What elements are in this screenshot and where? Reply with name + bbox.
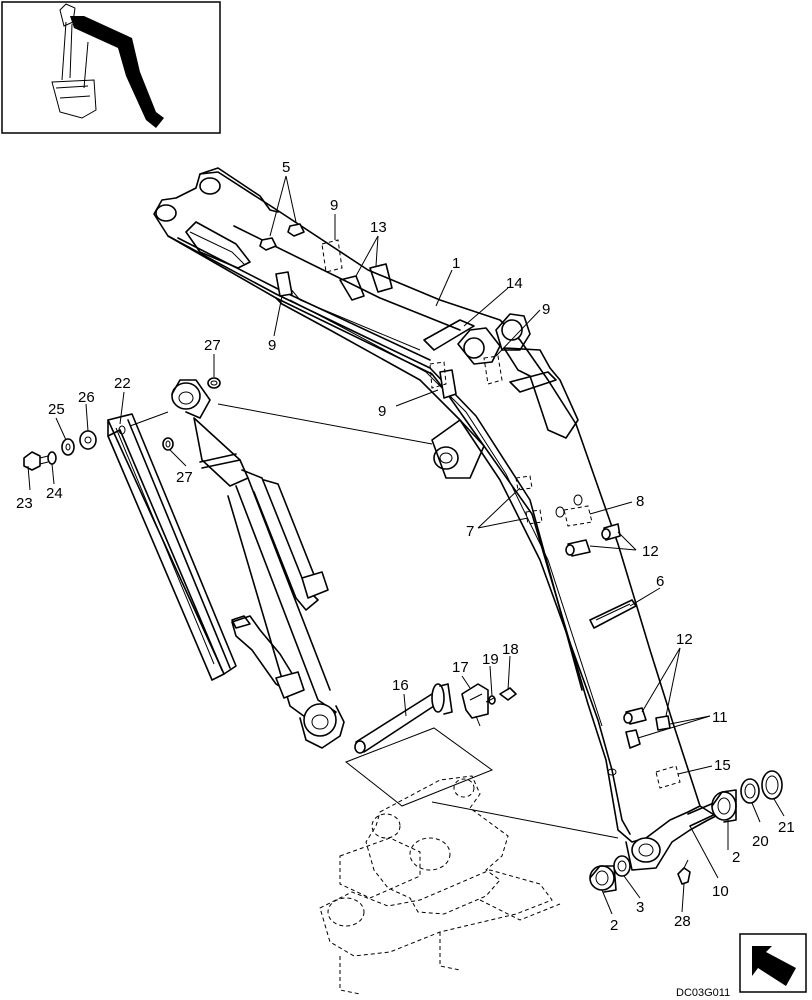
callout-20: 20 [752, 833, 769, 850]
drawing-code: DC03G011 [676, 987, 730, 999]
callout-2-bottom: 2 [610, 917, 618, 934]
callout-27-top: 27 [204, 337, 221, 354]
callout-21: 21 [778, 819, 795, 836]
next-page-arrow-icon[interactable] [739, 933, 807, 993]
callout-15: 15 [714, 757, 731, 774]
callout-12-upper: 12 [642, 543, 659, 560]
callout-7: 7 [466, 523, 474, 540]
callout-1: 1 [452, 255, 460, 272]
turntable-phantom [319, 775, 561, 995]
callout-17: 17 [452, 659, 469, 676]
callout-12-lower: 12 [676, 631, 693, 648]
callout-13: 13 [370, 219, 387, 236]
part-5-pad-a [259, 237, 277, 251]
part-5-pad-b [287, 223, 305, 237]
callout-25: 25 [48, 401, 65, 418]
callout-labels: 1 5 9 13 14 9 9 9 27 27 22 25 26 23 24 7… [16, 159, 795, 934]
callout-19: 19 [482, 651, 499, 668]
callout-16: 16 [392, 677, 409, 694]
callout-22: 22 [114, 375, 131, 392]
callout-14: 14 [506, 275, 523, 292]
callout-24: 24 [46, 485, 63, 502]
callout-27-bottom: 27 [176, 469, 193, 486]
excavator-locator-icon [1, 1, 221, 134]
cylinder-guard [107, 413, 237, 681]
leader-lines [27, 175, 785, 915]
fasteners [23, 430, 97, 471]
callout-2-right: 2 [732, 849, 740, 866]
callout-23: 23 [16, 495, 33, 512]
callout-5: 5 [282, 159, 290, 176]
callout-6: 6 [656, 573, 664, 590]
callout-9-top: 9 [330, 197, 338, 214]
callout-26: 26 [78, 389, 95, 406]
callout-9-right: 9 [542, 301, 550, 318]
callout-3: 3 [636, 899, 644, 916]
boom-tip-hardware [589, 770, 783, 893]
callout-11: 11 [712, 709, 728, 726]
boom-cylinder [162, 377, 345, 749]
callout-9-left: 9 [268, 337, 276, 354]
callout-8: 8 [636, 493, 644, 510]
callout-10: 10 [712, 883, 729, 900]
boom-foot-pin [345, 683, 517, 807]
callout-9-mid: 9 [378, 403, 386, 420]
callout-28: 28 [674, 913, 691, 930]
boom [153, 167, 721, 871]
callout-18: 18 [502, 641, 519, 658]
